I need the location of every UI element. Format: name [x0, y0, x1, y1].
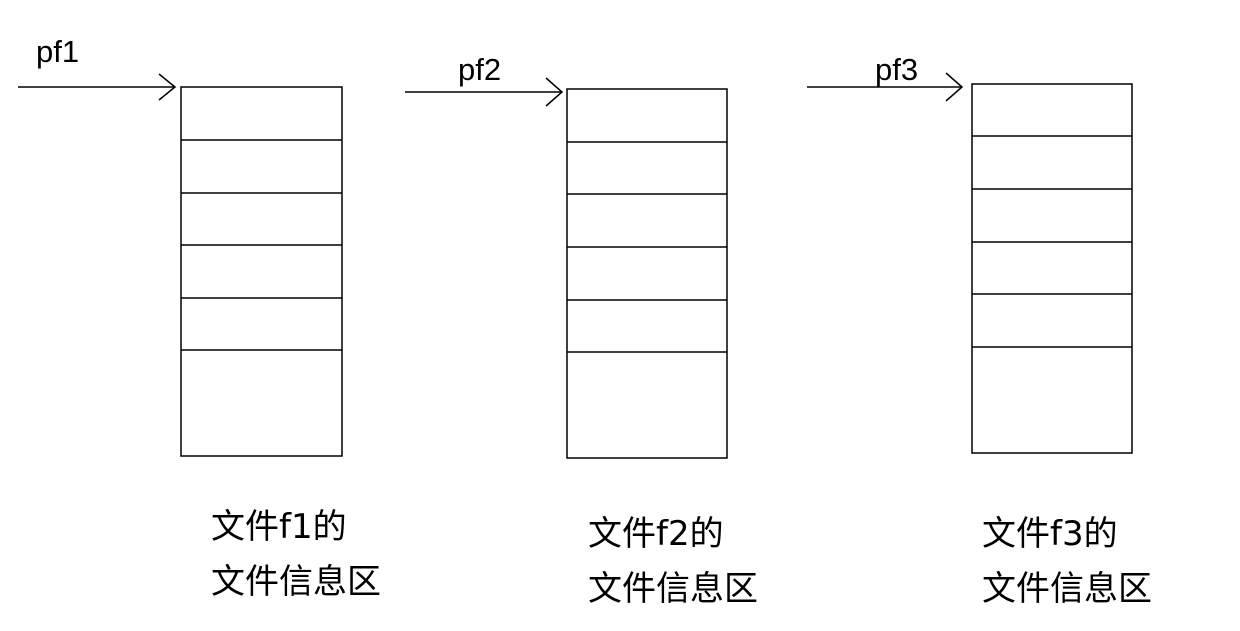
caption-f1-line2: 文件信息区: [211, 562, 381, 602]
file-info-area-f1: [180, 86, 343, 457]
file-block-1: pf1 文件f1的 文件信息区: [18, 34, 381, 602]
pointer-arrow-pf3: [807, 72, 964, 102]
pointer-label-pf3: pf3: [875, 52, 918, 87]
caption-f3-line1: 文件f3的: [982, 514, 1118, 554]
pointer-arrow-pf2: [405, 77, 564, 107]
pointer-label-pf1: pf1: [36, 34, 79, 69]
pointer-arrow-pf1: [18, 73, 177, 101]
caption-f1-line1: 文件f1的: [211, 507, 347, 547]
pointer-label-pf2: pf2: [458, 52, 501, 87]
file-info-area-f3: [971, 83, 1133, 454]
caption-f3-line2: 文件信息区: [982, 569, 1152, 609]
caption-f2-line1: 文件f2的: [588, 514, 724, 554]
file-info-area-f2: [566, 88, 728, 459]
file-block-2: pf2 文件f2的 文件信息区: [405, 52, 758, 609]
caption-f2-line2: 文件信息区: [588, 569, 758, 609]
file-block-3: pf3 文件f3的 文件信息区: [807, 52, 1152, 609]
